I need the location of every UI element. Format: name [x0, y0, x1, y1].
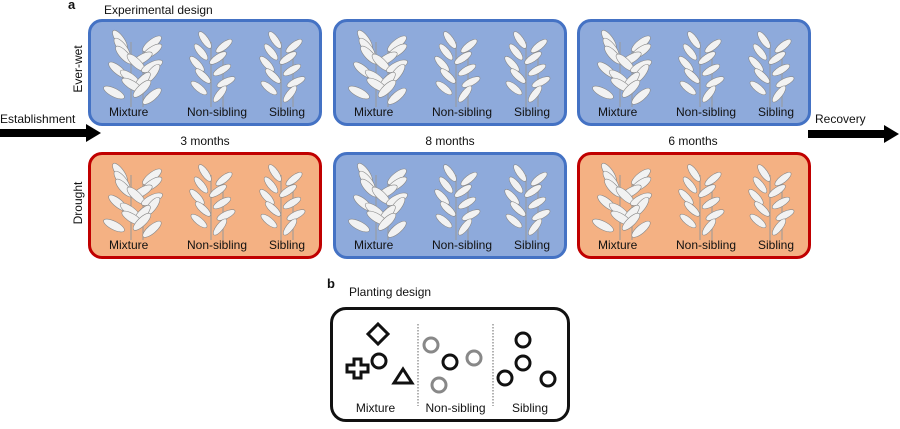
ever-wet-treatment-box: Mixture Non-sibling Sibling — [88, 19, 322, 126]
plant-icon — [678, 31, 725, 107]
treatment-label-non-sibling: Non-sibling — [187, 105, 248, 119]
drought-treatment-box: Mixture Non-sibling Sibling — [577, 152, 811, 259]
circle-icon — [514, 354, 532, 372]
planting-label-mixture: Mixture — [355, 401, 396, 415]
plant-icon — [259, 164, 306, 240]
circle-icon — [514, 331, 532, 349]
ever-wet-treatment-box: Mixture Non-sibling Sibling — [577, 19, 811, 126]
recovery-label: Recovery — [815, 112, 866, 126]
period-label: 6 months — [668, 134, 718, 148]
treatment-label-non-sibling: Non-sibling — [432, 105, 493, 119]
treatment-label-sibling: Sibling — [758, 105, 795, 119]
row-label-ever-wet: Ever-wet — [71, 45, 85, 93]
circle-icon — [465, 349, 483, 367]
ever-wet-treatment-box: Mixture Non-sibling Sibling — [333, 152, 567, 259]
panel-b-letter: b — [327, 276, 335, 291]
treatment-label-sibling: Sibling — [269, 238, 306, 252]
circle-icon — [496, 369, 514, 387]
triangle-icon — [391, 366, 415, 385]
circle-icon — [370, 352, 388, 370]
period-label: 3 months — [180, 134, 230, 148]
experimental-design-title: Experimental design — [104, 3, 213, 17]
row-label-drought: Drought — [71, 181, 85, 225]
circle-icon — [539, 370, 557, 388]
plant-icon — [189, 164, 236, 240]
treatment-label-mixture: Mixture — [354, 238, 394, 252]
cross-icon — [345, 357, 370, 380]
recovery-arrow-icon — [808, 125, 899, 143]
treatment-label-non-sibling: Non-sibling — [676, 238, 737, 252]
planting-design-box: Mixture Non-sibling Sibling — [330, 307, 570, 422]
diamond-icon — [365, 321, 391, 347]
plant-icon — [189, 31, 236, 107]
treatment-label-mixture: Mixture — [354, 105, 394, 119]
treatment-label-non-sibling: Non-sibling — [187, 238, 248, 252]
plant-icon — [103, 162, 163, 240]
treatment-label-sibling: Sibling — [269, 105, 306, 119]
plant-icon — [748, 164, 795, 240]
treatment-label-sibling: Sibling — [514, 105, 551, 119]
plant-icon — [504, 31, 551, 107]
panel-a-letter: a — [68, 0, 76, 12]
treatment-label-sibling: Sibling — [514, 238, 551, 252]
circle-icon — [441, 353, 459, 371]
treatment-label-mixture: Mixture — [109, 238, 149, 252]
plant-icon — [259, 31, 306, 107]
planting-design-title: Planting design — [349, 285, 432, 299]
ever-wet-treatment-box: Mixture Non-sibling Sibling — [333, 19, 567, 126]
plant-icon — [103, 29, 163, 107]
treatment-label-non-sibling: Non-sibling — [676, 105, 737, 119]
establishment-label: Establishment — [0, 112, 76, 126]
plant-icon — [592, 29, 652, 107]
plant-icon — [348, 162, 408, 240]
treatment-label-non-sibling: Non-sibling — [432, 238, 493, 252]
planting-label-sibling: Sibling — [511, 401, 549, 415]
period-label: 8 months — [425, 134, 475, 148]
drought-treatment-box: Mixture Non-sibling Sibling — [88, 152, 322, 259]
treatment-label-mixture: Mixture — [109, 105, 149, 119]
circle-icon — [422, 336, 440, 354]
planting-label-non-sibling: Non-sibling — [425, 401, 486, 415]
plant-icon — [348, 29, 408, 107]
treatment-label-mixture: Mixture — [598, 105, 638, 119]
plant-icon — [504, 164, 551, 240]
plant-icon — [434, 164, 481, 240]
establishment-arrow-icon — [0, 124, 101, 142]
plant-icon — [434, 31, 481, 107]
treatment-label-sibling: Sibling — [758, 238, 795, 252]
plant-icon — [748, 31, 795, 107]
circle-icon — [430, 376, 448, 394]
planting-layout — [345, 321, 557, 406]
treatment-label-mixture: Mixture — [598, 238, 638, 252]
plant-icon — [592, 162, 652, 240]
plant-icon — [678, 164, 725, 240]
